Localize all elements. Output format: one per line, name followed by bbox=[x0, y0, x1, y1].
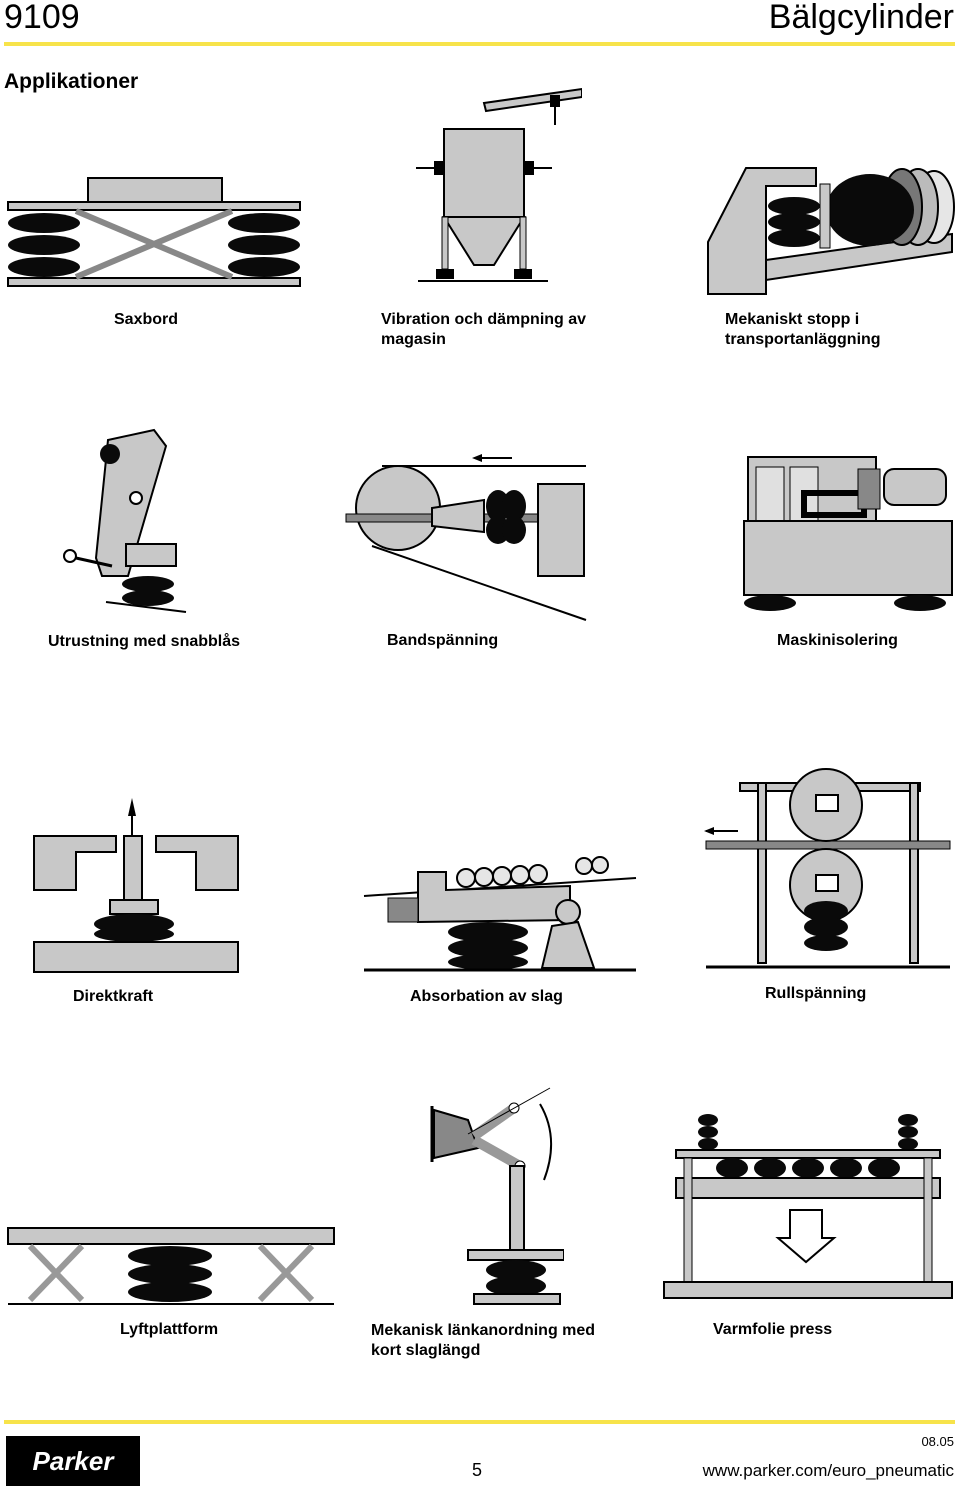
caption-absorbation: Absorbation av slag bbox=[410, 988, 563, 1005]
document-number: 9109 bbox=[4, 0, 80, 36]
figure-mekaniskt-stopp bbox=[707, 167, 955, 295]
figure-varmfolie-press bbox=[663, 1114, 953, 1299]
caption-direktkraft: Direktkraft bbox=[73, 988, 154, 1005]
caption-vibration-line1: Vibration och dämpning av bbox=[381, 311, 587, 328]
figure-saxbord bbox=[7, 177, 301, 287]
parker-logo: Parker bbox=[6, 1436, 140, 1486]
caption-vibration-line2: magasin bbox=[381, 331, 446, 348]
footer-url[interactable]: www.parker.com/euro_pneumatic bbox=[702, 1461, 954, 1480]
figure-lankanordning bbox=[430, 1087, 564, 1305]
figure-absorbation bbox=[363, 856, 637, 972]
footer-rule bbox=[4, 1420, 955, 1424]
section-title: Applikationer bbox=[4, 70, 139, 93]
caption-maskinisolering: Maskinisolering bbox=[777, 632, 898, 649]
document-title: Bälgcylinder bbox=[768, 0, 954, 36]
figure-lyftplattform bbox=[7, 1227, 335, 1305]
caption-lyftplattform: Lyftplattform bbox=[120, 1321, 219, 1338]
caption-bandspanning: Bandspänning bbox=[387, 632, 499, 649]
caption-mekaniskt-stopp-line1: Mekaniskt stopp i bbox=[725, 311, 860, 328]
caption-varmfolie-press: Varmfolie press bbox=[713, 1321, 833, 1338]
figure-bandspanning bbox=[345, 454, 587, 621]
figure-direktkraft bbox=[33, 798, 239, 973]
caption-saxbord: Saxbord bbox=[114, 311, 179, 328]
page-number: 5 bbox=[472, 1460, 483, 1480]
caption-lankanordning-line2: kort slaglängd bbox=[371, 1342, 481, 1359]
caption-mekaniskt-stopp-line2: transportanläggning bbox=[725, 331, 881, 348]
footer-date: 08.05 bbox=[921, 1434, 954, 1449]
caption-snabblas: Utrustning med snabblås bbox=[48, 633, 241, 650]
caption-rullspanning: Rullspänning bbox=[765, 985, 867, 1002]
caption-lankanordning-line1: Mekanisk länkanordning med bbox=[371, 1322, 596, 1339]
header-rule bbox=[4, 42, 955, 46]
logo-text: Parker bbox=[33, 1446, 116, 1476]
figure-vibration-magasin bbox=[416, 87, 582, 282]
figure-maskinisolering bbox=[743, 456, 953, 611]
figure-rullspanning bbox=[704, 768, 951, 969]
figure-snabblas bbox=[63, 428, 187, 613]
